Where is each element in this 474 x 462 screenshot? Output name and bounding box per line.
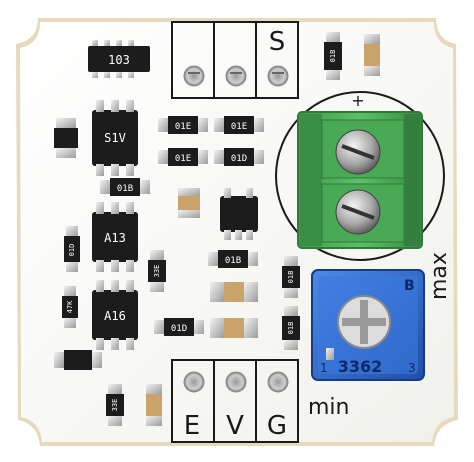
resistor-01d: 01D (214, 148, 264, 166)
capacitor-1 (210, 282, 258, 302)
header-hole-g (267, 371, 289, 393)
pin-label-v: V (226, 411, 244, 441)
pot-pin1: 1 (320, 361, 328, 375)
trim-potentiometer: 3362 1 3 B (311, 269, 425, 381)
header-top: S (171, 21, 299, 99)
pot-model: 3362 (338, 357, 383, 376)
sot-chip-center (220, 188, 258, 240)
chip-label-a13: A13 (104, 231, 126, 245)
header-hole-v (225, 371, 247, 393)
resistor-01e-a: 01E (158, 116, 208, 134)
svg-text:01D: 01D (171, 324, 187, 334)
pin-label-e: E (184, 411, 200, 441)
svg-text:01D: 01D (68, 244, 76, 257)
resistor-01e-b: 01E (214, 116, 264, 134)
screw-terminal (297, 111, 423, 249)
header-hole-2 (225, 65, 247, 87)
pin-label-g: G (267, 411, 287, 441)
resistor-01e-c: 01E (158, 148, 208, 166)
svg-text:33E: 33E (111, 399, 119, 412)
max-label: max (427, 252, 452, 300)
resistor-01b-right: 01B (324, 32, 342, 80)
chip-label-103: 103 (108, 53, 130, 67)
svg-text:01E: 01E (175, 154, 191, 164)
resistor-01b-low: 01B (282, 256, 300, 298)
diode-left-bottom (54, 350, 102, 370)
resistor-01b-pot: 01B (282, 306, 300, 350)
capacitor-3 (178, 188, 200, 218)
resistor-01d-left: 01D (64, 226, 80, 272)
min-label: min (308, 395, 350, 420)
svg-text:01B: 01B (287, 322, 295, 335)
resistor-array: 103 (88, 40, 150, 78)
svg-text:01B: 01B (287, 271, 295, 284)
sot-chip-top: S1V (92, 100, 138, 176)
header-bottom: E V G (171, 359, 299, 443)
pot-brand-icon: B (404, 278, 415, 294)
terminal-silk-circle (275, 91, 445, 261)
resistor-33e-a: 33E (148, 250, 166, 292)
header-hole-1 (183, 65, 205, 87)
capacitor-4 (364, 34, 380, 76)
header-hole-e (183, 371, 205, 393)
sot-chip-mid: A13 (92, 202, 138, 272)
svg-text:01D: 01D (231, 154, 247, 164)
chip-label-a16: A16 (104, 309, 126, 323)
resistor-01b-top: 01B (100, 178, 150, 196)
pin-label-s: S (269, 27, 286, 57)
resistor-01b-mid: 01B (208, 250, 258, 268)
sot-chip-low: A16 (92, 280, 138, 350)
svg-text:33E: 33E (153, 265, 161, 278)
svg-text:01E: 01E (175, 122, 191, 132)
pot-pin3: 3 (408, 361, 416, 375)
capacitor-2 (210, 318, 258, 338)
svg-text:01B: 01B (329, 50, 337, 63)
diode-left-top (54, 118, 78, 158)
header-hole-3 (267, 65, 289, 87)
resistor-47k: 47K (62, 286, 78, 328)
capacitor-5 (146, 384, 162, 426)
svg-text:47K: 47K (66, 300, 74, 313)
resistor-01d-low: 01D (154, 318, 204, 336)
chip-label-s1v: S1V (104, 131, 126, 145)
plus-label: + (351, 91, 364, 110)
svg-text:01E: 01E (231, 122, 247, 132)
svg-text:01B: 01B (225, 256, 241, 266)
resistor-33e-b: 33E (106, 384, 124, 426)
pot-pad (326, 348, 334, 360)
svg-text:01B: 01B (117, 184, 133, 194)
